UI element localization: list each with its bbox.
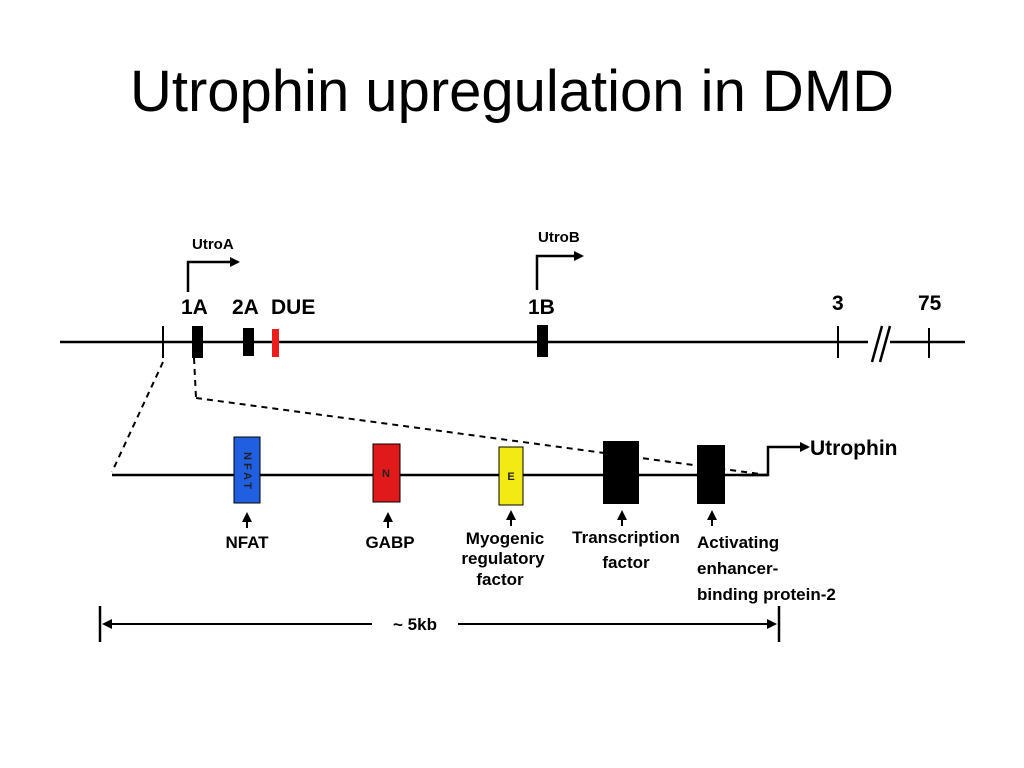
gene-break-mark [870, 325, 884, 363]
exon-3-label: 3 [832, 292, 844, 315]
myogenic-label-line: regulatory [461, 549, 545, 568]
transcription-label-line: Transcription [572, 528, 680, 547]
activating-label-line: binding protein-2 [697, 585, 836, 604]
zoom-dash-right-diagonal [195, 397, 761, 475]
slide-title: Utrophin upregulation in DMD [129, 59, 895, 124]
myogenic-label-line: Myogenic [466, 529, 544, 548]
activating-label-line: enhancer- [697, 559, 778, 578]
gabp-box [372, 443, 401, 503]
gabp-box-letter: N [382, 468, 390, 480]
exon-1A [192, 326, 203, 358]
activating-enhancer-box [697, 445, 725, 504]
utrophin-label: Utrophin [810, 437, 897, 460]
due-mark [272, 329, 279, 357]
myogenic-label-line: factor [476, 570, 524, 589]
exon-75-label: 75 [918, 292, 942, 315]
gene-break-mark [878, 325, 892, 363]
zoom-dash-left [111, 361, 164, 473]
nfat-box-letters: NFAT [241, 452, 253, 492]
gabp-label: GABP [365, 533, 414, 552]
nfat-box [233, 436, 261, 504]
transcription-factor-box [603, 441, 639, 504]
scale-bar-label: ~ 5kb [393, 615, 437, 634]
myogenic-box [498, 446, 524, 506]
activating-label-line: Activating [697, 533, 779, 552]
exon-1B [537, 325, 548, 357]
nfat-label: NFAT [225, 533, 269, 552]
utroA-promoter-arrow [186, 257, 240, 292]
due-label: DUE [271, 296, 315, 319]
utrophin-output-arrow [740, 442, 810, 477]
transcription-label-line: factor [602, 553, 650, 572]
utroA-label: UtroA [192, 236, 234, 253]
zoom-dash-right [193, 357, 197, 399]
exon-2A-label: 2A [232, 296, 259, 319]
utroB-label: UtroB [538, 229, 580, 246]
exon-1A-label: 1A [181, 296, 208, 319]
exon-2A [243, 328, 254, 356]
utroB-promoter-arrow [535, 251, 584, 290]
exon-1B-label: 1B [528, 296, 555, 319]
myogenic-box-letter: E [507, 471, 514, 483]
